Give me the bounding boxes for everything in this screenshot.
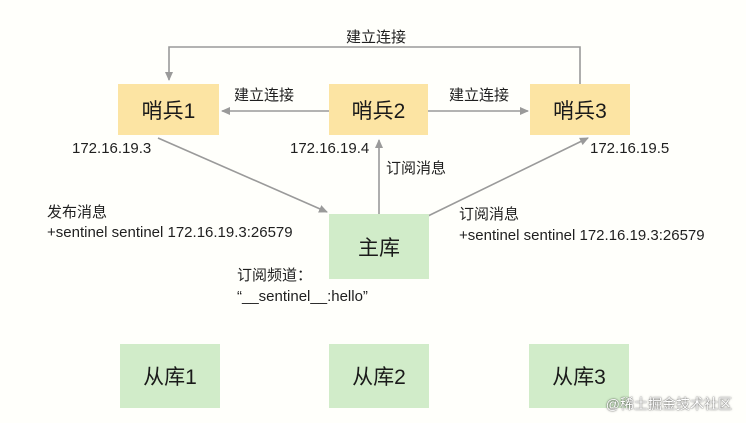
- sentinel-2-label: 哨兵2: [351, 99, 406, 123]
- edge-1-to-master: [157, 137, 328, 213]
- subscribe-title: 订阅消息: [459, 206, 520, 223]
- top-link-label: 建立连接: [346, 29, 407, 46]
- edge-top-link: [165, 46, 581, 84]
- channel-body: “__sentinel__:hello”: [237, 288, 368, 305]
- sentinel-1-ip: 172.16.19.3: [72, 140, 152, 157]
- edge-master-to-3: [427, 137, 589, 217]
- link-2-to-1-label: 建立连接: [234, 87, 295, 104]
- watermark: @稀土掘金技术社区: [605, 396, 732, 412]
- sentinel-3-node: 哨兵3: [530, 84, 630, 135]
- subscribe-body: +sentinel sentinel 172.16.19.3:26579: [459, 227, 705, 244]
- sentinel-2-node: 哨兵2: [329, 84, 428, 135]
- sentinel-3-label: 哨兵3: [553, 99, 607, 123]
- replica-2-label: 从库2: [352, 366, 406, 389]
- master-to-2-label: 订阅消息: [386, 160, 447, 177]
- master-label: 主库: [358, 236, 400, 260]
- replica-2-node: 从库2: [329, 344, 429, 408]
- sentinel-1-node: 哨兵1: [118, 84, 219, 135]
- master-node: 主库: [329, 214, 429, 279]
- channel-title: 订阅频道：: [237, 267, 313, 284]
- replica-3-node: 从库3: [529, 344, 629, 408]
- replica-3-label: 从库3: [552, 366, 606, 389]
- replica-1-node: 从库1: [120, 344, 220, 408]
- publish-body: +sentinel sentinel 172.16.19.3:26579: [47, 224, 293, 241]
- replica-1-label: 从库1: [143, 366, 197, 389]
- publish-title: 发布消息: [47, 204, 108, 221]
- sentinel-2-ip: 172.16.19.4: [290, 140, 370, 157]
- sentinel-3-ip: 172.16.19.5: [590, 140, 670, 157]
- sentinel-1-label: 哨兵1: [141, 99, 196, 123]
- link-2-to-3-label: 建立连接: [449, 87, 510, 104]
